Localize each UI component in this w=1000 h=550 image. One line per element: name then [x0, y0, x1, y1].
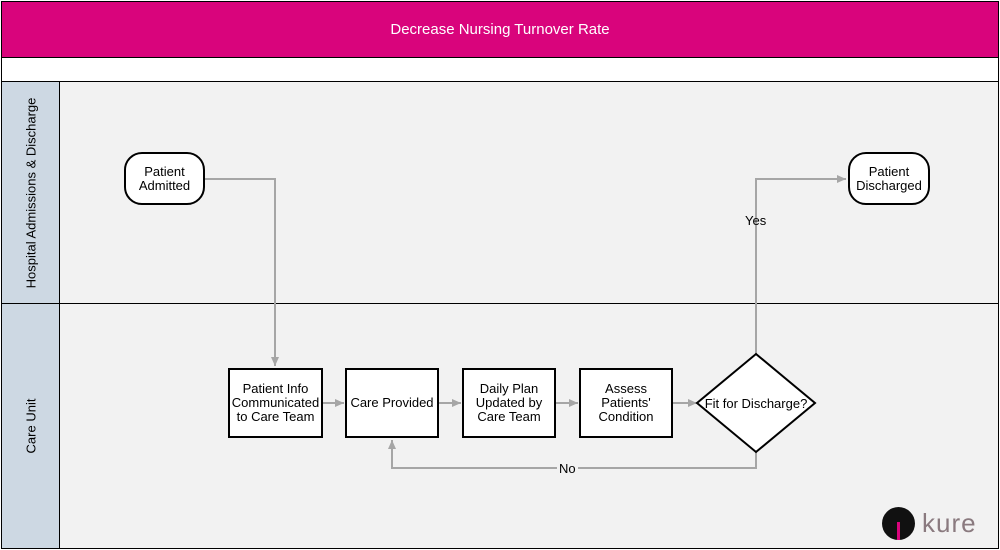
- logo-text: kure: [922, 508, 977, 538]
- node-patient-admitted[interactable]: Patient Admitted: [124, 152, 205, 205]
- node-care-provided[interactable]: Care Provided: [345, 368, 439, 438]
- node-patient-discharged[interactable]: Patient Discharged: [848, 152, 930, 205]
- edge-admitted-to-info: [205, 178, 279, 366]
- node-daily-plan[interactable]: Daily Plan Updated by Care Team: [462, 368, 556, 438]
- header-spacer-row: [1, 58, 999, 82]
- swimlane-admissions: Hospital Admissions & Discharge: [1, 82, 999, 304]
- lane-label-care-unit: Care Unit: [2, 304, 60, 548]
- kure-logo: kure: [882, 507, 992, 541]
- diagram-title: Decrease Nursing Turnover Rate: [1, 1, 999, 58]
- edge-label-no: No: [557, 461, 578, 476]
- edge-decision-yes: [755, 175, 846, 354]
- node-assess-condition[interactable]: Assess Patients' Condition: [579, 368, 673, 438]
- lane-label-admissions: Hospital Admissions & Discharge: [2, 82, 60, 303]
- decision-diamond-shape: [695, 352, 817, 454]
- node-patient-info[interactable]: Patient Info Communicated to Care Team: [228, 368, 323, 438]
- edge-label-yes: Yes: [745, 213, 767, 228]
- node-fit-for-discharge[interactable]: Fit for Discharge?: [704, 396, 808, 411]
- logo-mark-icon: [897, 522, 900, 540]
